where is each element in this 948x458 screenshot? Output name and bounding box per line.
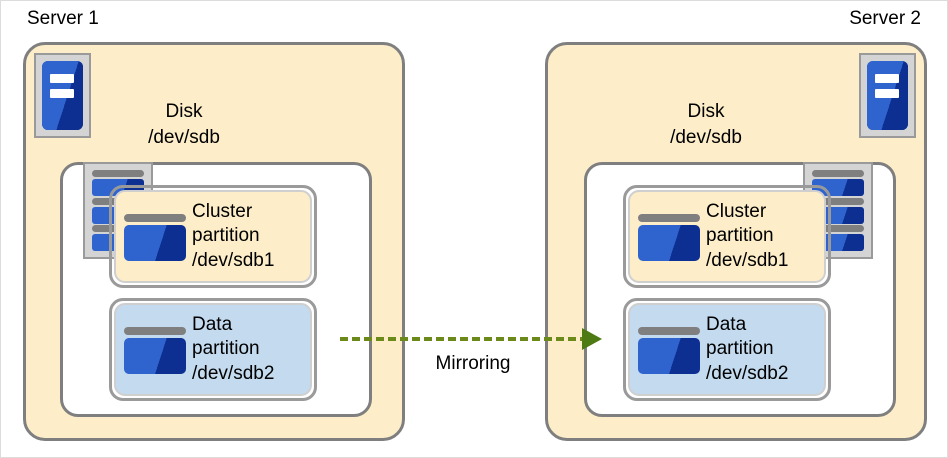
- partition-icon: [638, 325, 700, 375]
- partition-line-2: partition: [192, 225, 260, 247]
- server-chassis: [42, 61, 83, 130]
- server-bay-bar-2: [875, 88, 899, 98]
- server-1-label: Server 1: [27, 8, 99, 29]
- drive-slot: [812, 197, 864, 205]
- partition-line-3: /dev/sdb2: [192, 362, 275, 384]
- server-bay-bar-2: [50, 88, 74, 98]
- data-partition-text: Data partition /dev/sdb2: [192, 313, 274, 386]
- cluster-partition-box: Cluster partition /dev/sdb1: [109, 185, 317, 288]
- partition-icon: [638, 212, 700, 262]
- data-partition-box: Data partition /dev/sdb2: [623, 298, 831, 401]
- partition-slot: [638, 326, 700, 335]
- disk-caption-server-2: Disk /dev/sdb: [591, 99, 821, 150]
- partition-plate: [124, 224, 186, 261]
- partition-plate: [124, 337, 186, 374]
- drive-slot: [812, 170, 864, 177]
- data-partition-box: Data partition /dev/sdb2: [109, 298, 317, 401]
- disk-container: Cluster partition /dev/sdb1 Data partiti…: [584, 162, 896, 417]
- cluster-partition-box: Cluster partition /dev/sdb1: [623, 185, 831, 288]
- mirroring-arrow-line: [340, 337, 588, 341]
- partition-slot: [638, 213, 700, 222]
- server-unit-icon: [859, 53, 916, 138]
- mirroring-arrow-head-icon: [582, 328, 602, 350]
- disk-caption-server-1: Disk /dev/sdb: [69, 99, 299, 150]
- cluster-partition-text: Cluster partition /dev/sdb1: [706, 200, 788, 273]
- data-partition-inner: Data partition /dev/sdb2: [628, 303, 826, 396]
- data-partition-text: Data partition /dev/sdb2: [706, 313, 788, 386]
- partition-line-1: Data: [706, 314, 747, 336]
- server-bay-bar-1: [50, 74, 74, 84]
- partition-line-2: partition: [706, 225, 774, 247]
- server-1-box: Cluster partition /dev/sdb1 Data partiti…: [23, 42, 405, 441]
- disk-caption-line-1: Disk: [687, 101, 725, 122]
- server-2-label: Server 2: [849, 8, 921, 29]
- partition-icon: [124, 325, 186, 375]
- server-unit-icon: [34, 53, 91, 138]
- server-chassis: [867, 61, 908, 130]
- partition-icon: [124, 212, 186, 262]
- partition-line-3: /dev/sdb1: [706, 249, 789, 271]
- partition-line-2: partition: [192, 338, 260, 360]
- mirroring-arrow: [340, 328, 606, 350]
- drive-slot: [812, 225, 864, 232]
- drive-slot: [92, 170, 144, 177]
- partition-line-1: Data: [192, 314, 233, 336]
- disk-caption-line-2: /dev/sdb: [148, 126, 220, 148]
- partition-slot: [124, 213, 186, 222]
- disk-caption-line-1: Disk: [165, 101, 203, 122]
- partition-line-3: /dev/sdb2: [706, 362, 789, 384]
- mirroring-label: Mirroring: [435, 353, 511, 374]
- cluster-partition-text: Cluster partition /dev/sdb1: [192, 200, 274, 273]
- cluster-partition-inner: Cluster partition /dev/sdb1: [628, 190, 826, 283]
- partition-line-3: /dev/sdb1: [192, 249, 275, 271]
- partition-plate: [638, 224, 700, 261]
- partition-slot: [124, 326, 186, 335]
- cluster-partition-inner: Cluster partition /dev/sdb1: [114, 190, 312, 283]
- server-bay-bar-1: [875, 74, 899, 84]
- disk-caption-line-2: /dev/sdb: [670, 126, 742, 148]
- disk-container: Cluster partition /dev/sdb1 Data partiti…: [60, 162, 372, 417]
- server-2-box: Cluster partition /dev/sdb1 Data partiti…: [545, 42, 927, 441]
- data-partition-inner: Data partition /dev/sdb2: [114, 303, 312, 396]
- partition-line-1: Cluster: [706, 201, 767, 223]
- partition-plate: [638, 337, 700, 374]
- partition-line-2: partition: [706, 338, 774, 360]
- partition-line-1: Cluster: [192, 201, 253, 223]
